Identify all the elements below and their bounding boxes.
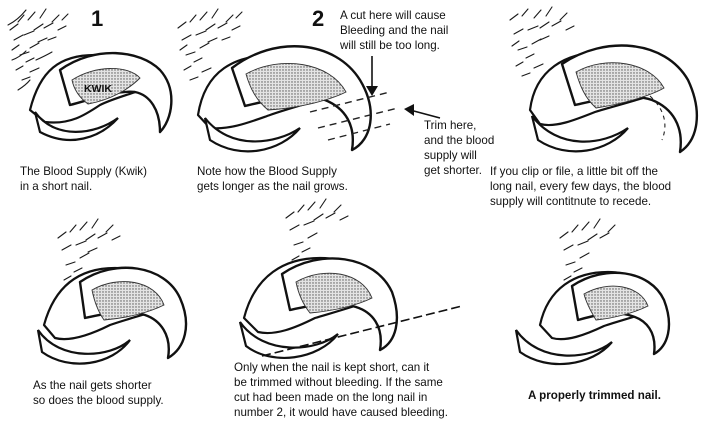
cut-warning-annotation: A cut here will cause Bleeding and the n… [340, 8, 448, 53]
caption-panel-4: As the nail gets shorter so does the blo… [33, 378, 164, 408]
paw-illustration-3 [510, 7, 697, 152]
caption-panel-2: Note how the Blood Supply gets longer as… [197, 164, 348, 194]
caption-panel-3: If you clip or file, a little bit off th… [490, 164, 671, 209]
caption-panel-1: The Blood Supply (Kwik) in a short nail. [20, 164, 147, 194]
step-number-1: 1 [91, 8, 103, 30]
paw-illustration-4 [38, 219, 186, 364]
step-number-2: 2 [312, 8, 324, 30]
caption-panel-6: A properly trimmed nail. [528, 388, 661, 403]
paw-illustration-6 [516, 219, 669, 364]
paw-illustration-5 [240, 199, 462, 358]
kwik-label: KWIK [84, 83, 112, 95]
trim-here-annotation: Trim here, and the blood supply will get… [424, 118, 494, 178]
paw-illustration-1: KWIK [8, 9, 171, 140]
caption-panel-5: Only when the nail is kept short, can it… [234, 360, 448, 420]
